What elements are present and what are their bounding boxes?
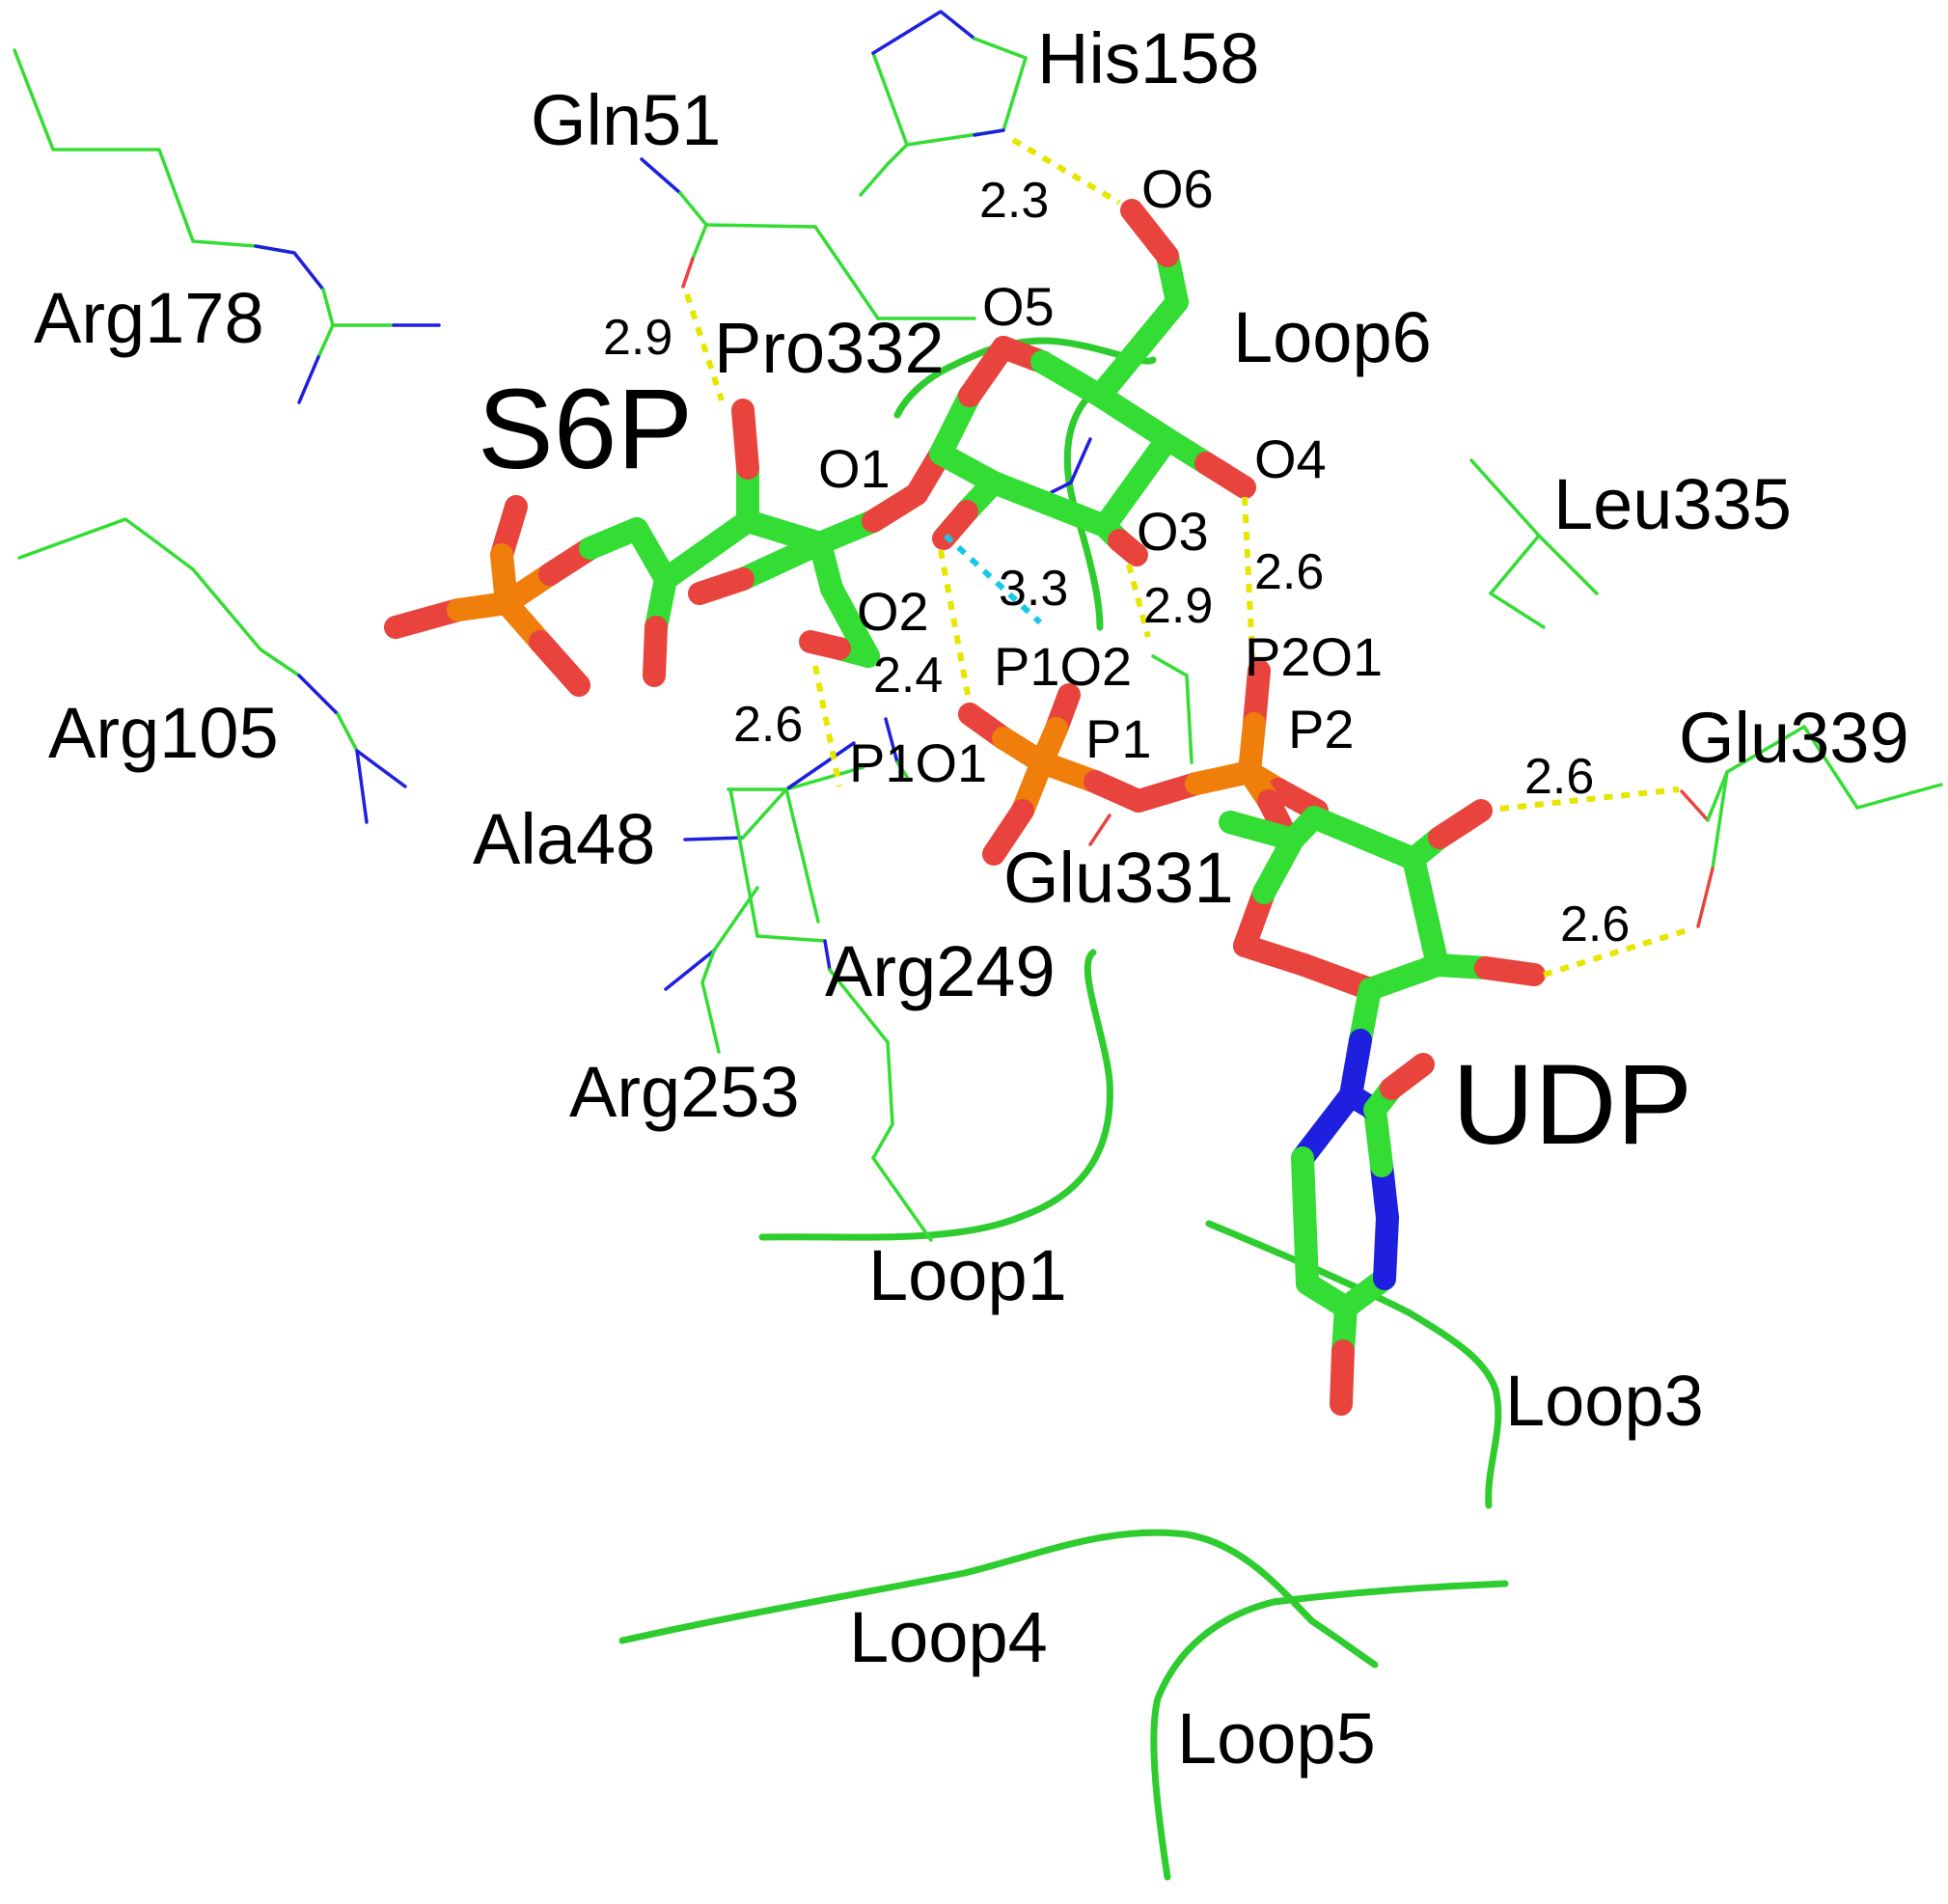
- udp-ligand: [958, 659, 1546, 1416]
- hbond-glu339-a: [1499, 786, 1680, 812]
- hbond-gln51: [684, 293, 725, 401]
- arg253-label: Arg253: [569, 1052, 800, 1132]
- loop6-label: Loop6: [1233, 297, 1432, 377]
- hbond-o2-p1o1: [938, 549, 971, 696]
- labels: S6P UDP His158 Gln51 Arg178 Pro332 Loop6…: [34, 18, 1909, 1779]
- arg105-sticks: [17, 517, 407, 824]
- arg253-sticks: [664, 886, 759, 1054]
- loop3-label: Loop3: [1505, 1361, 1704, 1441]
- hbond-ala48: [812, 665, 842, 787]
- distance-o2-p1o2: 3.3: [999, 561, 1068, 617]
- gln51-sticks: [640, 157, 976, 320]
- loop4-label: Loop4: [849, 1597, 1048, 1677]
- distance-glu339-a: 2.6: [1524, 749, 1594, 805]
- arg249-label: Arg249: [825, 931, 1056, 1011]
- atom-o3-label: O3: [1137, 501, 1209, 562]
- loop5-tube: [1150, 1580, 1509, 1881]
- distance-glu339-b: 2.6: [1560, 897, 1630, 952]
- ala48-label: Ala48: [473, 799, 655, 879]
- atom-o6-label: O6: [1141, 158, 1214, 219]
- ala48-sticks: [683, 717, 909, 924]
- udp-label: UDP: [1452, 1041, 1692, 1169]
- atom-o4-label: O4: [1254, 428, 1327, 489]
- arg178-label: Arg178: [34, 278, 264, 358]
- glu339-label: Glu339: [1679, 698, 1909, 778]
- atom-p2o1-label: P2O1: [1245, 626, 1383, 687]
- distance-o3-p2o1: 2.9: [1143, 578, 1213, 634]
- atom-o1-label: O1: [818, 438, 891, 499]
- leu335-label: Leu335: [1553, 464, 1792, 544]
- residue-sticks: [13, 10, 1943, 1242]
- his158-sticks: [859, 10, 1028, 197]
- loop5-label: Loop5: [1177, 1698, 1376, 1779]
- atom-p1o2-label: P1O2: [994, 636, 1132, 697]
- distance-o2-p1o1: 2.4: [873, 648, 943, 704]
- hydrogen-bonds: [684, 137, 1694, 978]
- leu335-sticks: [1469, 458, 1599, 629]
- loop4-tube: [618, 1529, 1379, 1669]
- contact-o2-p1o2: [943, 533, 1043, 625]
- pro332-label: Pro332: [714, 308, 945, 388]
- atom-p1-label: P1: [1085, 708, 1152, 769]
- distance-gln51: 2.9: [603, 310, 672, 366]
- distance-o4-p2o1: 2.6: [1254, 544, 1324, 600]
- atom-p1o1-label: P1O1: [849, 732, 987, 793]
- s6p-ligand: [384, 199, 1256, 697]
- atom-p2-label: P2: [1288, 699, 1355, 759]
- glu331-sticks: [1088, 654, 1193, 846]
- glu331-label: Glu331: [1003, 838, 1234, 918]
- hbond-his158-o6: [1011, 137, 1121, 206]
- gln51-label: Gln51: [531, 80, 721, 160]
- s6p-label: S6P: [478, 366, 693, 493]
- glu339-sticks: [1680, 725, 1943, 928]
- loop1-label: Loop1: [868, 1235, 1067, 1315]
- distance-his158-o6: 2.3: [979, 173, 1049, 229]
- distance-ala48: 2.6: [733, 697, 803, 753]
- loop1-tube: [758, 949, 1113, 1241]
- arg178-sticks: [13, 48, 441, 404]
- atom-o2-label: O2: [857, 581, 929, 642]
- arg105-label: Arg105: [48, 693, 279, 773]
- atom-o5-label: O5: [982, 276, 1055, 337]
- his158-label: His158: [1037, 18, 1259, 98]
- arg249-sticks: [728, 787, 933, 1242]
- pro332-sticks: [1050, 437, 1092, 494]
- hbond-o3-p2o1: [1126, 564, 1151, 638]
